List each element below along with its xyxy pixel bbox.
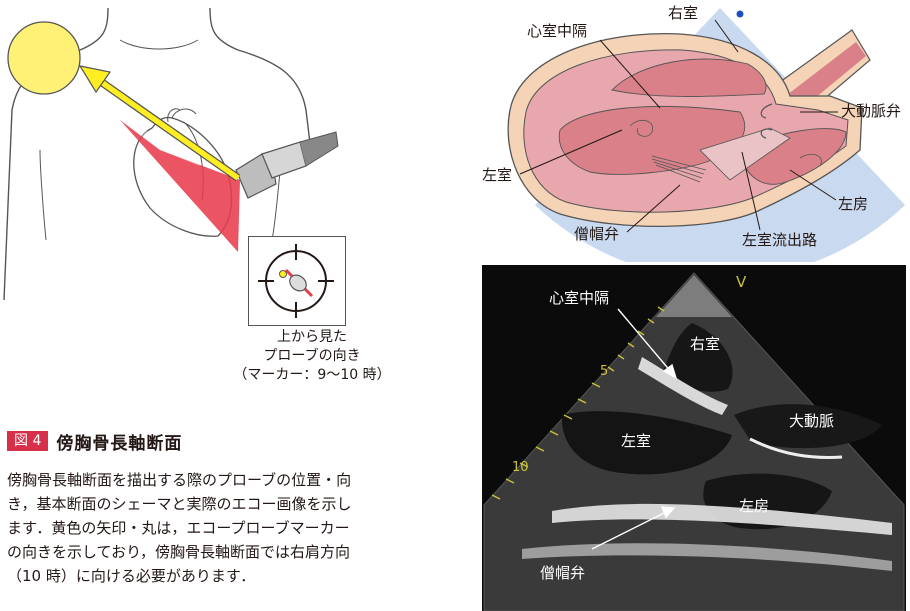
figure-title: 図 4 傍胸骨長軸断面	[7, 430, 182, 452]
schema-label-septum: 心室中隔	[527, 24, 587, 39]
probe-icon	[236, 132, 338, 198]
echo-label-left-ventricle: 左室	[621, 434, 651, 449]
echo-label-septum: 心室中隔	[549, 291, 609, 306]
marker-dot	[737, 11, 744, 18]
figure-name: 傍胸骨長軸断面	[56, 429, 182, 454]
echo-marker-v: V	[736, 273, 747, 291]
depth-mark-10: 10	[512, 460, 529, 475]
echo-label-right-ventricle: 右室	[690, 337, 720, 352]
description-line: き，基本断面のシェーマと実際のエコー画像を示し	[7, 492, 462, 516]
description-line: 傍胸骨長軸断面を描出する際のプローブの位置・向	[7, 468, 462, 492]
schema-label-lvot: 左室流出路	[742, 233, 817, 248]
schema-label-left-atrium: 左房	[838, 197, 868, 212]
depth-mark-5: 5	[600, 364, 608, 379]
description-line: の向きを示しており，傍胸骨長軸断面では右肩方向	[7, 540, 462, 564]
description-line: ます．黄色の矢印・丸は，エコープローブマーカー	[7, 516, 462, 540]
figure-number-badge: 図 4	[7, 431, 48, 451]
echo-image: 5 10 V	[482, 265, 906, 611]
echo-label-mitral-valve: 僧帽弁	[540, 566, 585, 581]
description-line: （10 時）に向ける必要があります．	[7, 564, 462, 588]
schema-label-left-ventricle: 左室	[482, 168, 512, 183]
echo-label-aorta: 大動脈	[789, 414, 834, 429]
inset-caption-2: プローブの向き	[248, 347, 376, 366]
inset-caption-1: 上から見た	[248, 328, 376, 347]
schema-label-aortic-valve: 大動脈弁	[841, 104, 901, 119]
figure-description: 傍胸骨長軸断面を描出する際のプローブの位置・向 き，基本断面のシェーマと実際のエ…	[7, 468, 462, 588]
schema-label-right-ventricle: 右室	[668, 6, 698, 21]
echo-label-left-atrium: 左房	[739, 499, 769, 514]
inset-caption-3: （マーカー：9〜10 時）	[232, 366, 392, 385]
schema-label-mitral-valve: 僧帽弁	[574, 227, 619, 242]
marker-circle	[8, 22, 80, 94]
probe-orientation-inset	[248, 236, 346, 326]
